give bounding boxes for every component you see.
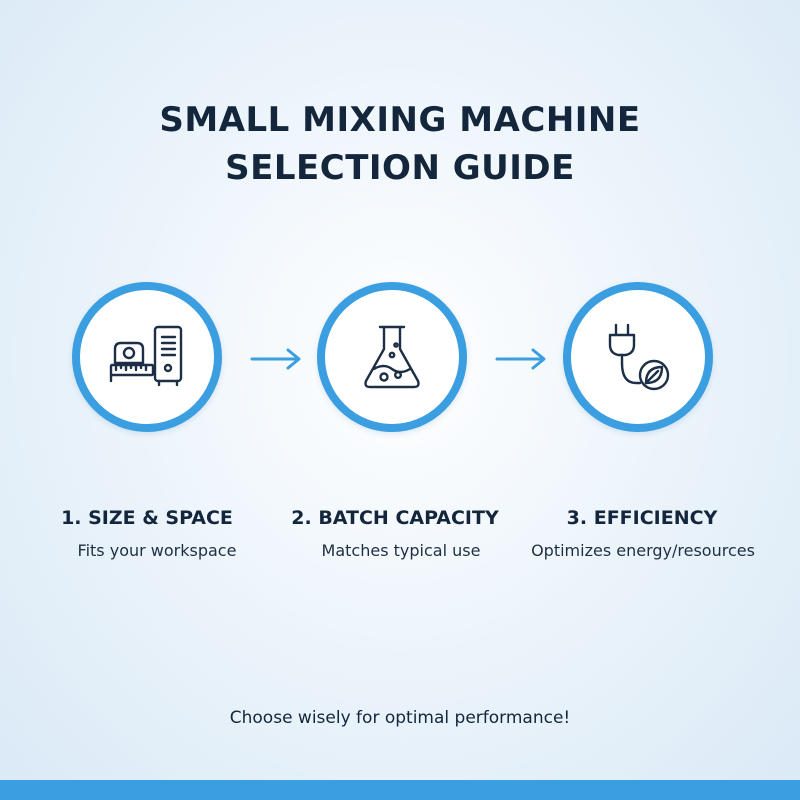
arrow-right-icon xyxy=(495,348,546,370)
step-1-title: 1. SIZE & SPACE xyxy=(61,507,233,529)
step-1-circle xyxy=(72,282,222,432)
title-line-2: SELECTION GUIDE xyxy=(225,148,575,188)
step-2-circle xyxy=(317,282,467,432)
step-2-description: Matches typical use xyxy=(321,541,481,560)
step-3-description: Optimizes energy/resources xyxy=(531,541,755,560)
step-1-description: Fits your workspace xyxy=(77,541,237,560)
title-line-1: SMALL MIXING MACHINE xyxy=(159,100,641,140)
step-2-title: 2. BATCH CAPACITY xyxy=(291,507,499,529)
page-title: SMALL MIXING MACHINE SELECTION GUIDE xyxy=(0,96,800,192)
machine-measure-icon xyxy=(109,325,183,387)
step-3-title: 3. EFFICIENCY xyxy=(566,507,718,529)
arrow-right-icon xyxy=(250,348,301,370)
plug-leaf-icon xyxy=(608,323,670,391)
bottom-accent-bar xyxy=(0,780,800,800)
tagline: Choose wisely for optimal performance! xyxy=(229,708,571,728)
step-3-circle xyxy=(563,282,713,432)
flask-icon xyxy=(364,325,420,389)
